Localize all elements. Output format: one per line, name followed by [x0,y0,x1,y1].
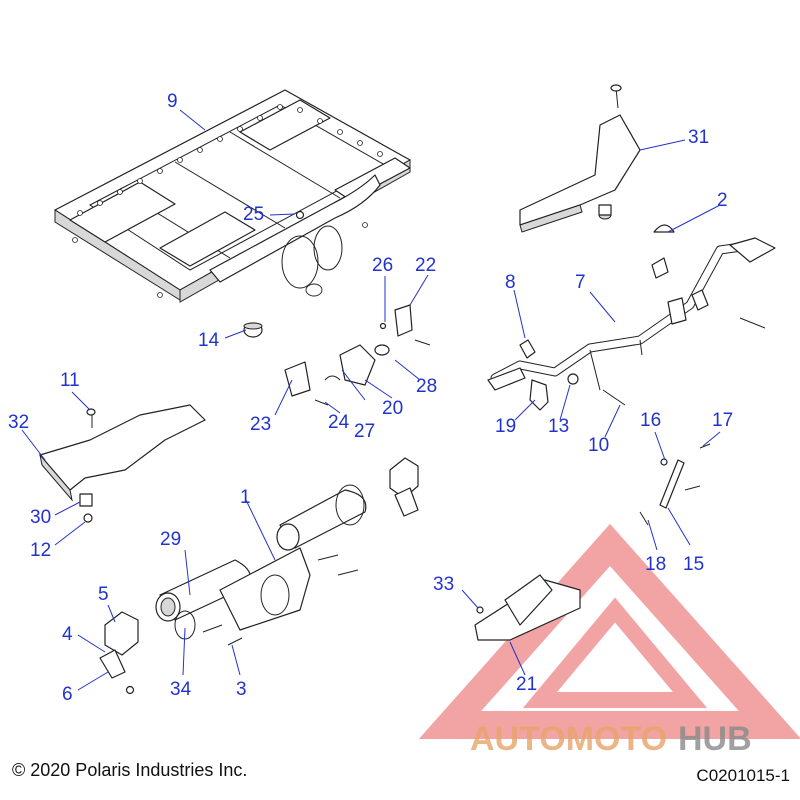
clip-part-2 [598,204,675,233]
callout-29[interactable]: 29 [160,529,181,550]
callout-19[interactable]: 19 [495,416,516,437]
callout-20[interactable]: 20 [382,398,403,419]
grommet-right [691,289,709,311]
heat-shield-part-31 [519,84,641,233]
callout-2[interactable]: 2 [717,190,728,211]
spacer-part-30 [79,493,93,507]
callout-25[interactable]: 25 [243,204,264,225]
mount-parts-4-5-6 [99,611,139,695]
watermark-text-hub: HUB [678,720,752,758]
callout-33[interactable]: 33 [433,574,454,595]
callout-labels: 9 31 2 25 26 22 8 7 14 28 11 20 32 23 27… [8,91,733,705]
callout-5[interactable]: 5 [98,584,109,605]
callout-4[interactable]: 4 [62,624,73,645]
nut-part-25 [295,210,305,220]
callout-18[interactable]: 18 [645,554,666,575]
bolt-part-10 [602,389,626,406]
bumper-part-14 [243,322,263,338]
bracket-upper [667,297,687,325]
callout-24[interactable]: 24 [328,412,350,433]
exhaust-pipe-part-7 [487,237,776,391]
callout-10[interactable]: 10 [588,435,609,456]
nut-part-13 [567,373,579,385]
callout-27[interactable]: 27 [354,421,375,442]
callout-14[interactable]: 14 [198,330,220,351]
callout-1[interactable]: 1 [240,487,251,508]
callout-8[interactable]: 8 [505,272,516,293]
callout-17[interactable]: 17 [712,410,733,431]
bracket-assembly [284,304,431,406]
mount-upper-right [389,457,419,517]
callout-34[interactable]: 34 [170,679,192,700]
callout-3[interactable]: 3 [236,679,247,700]
callout-23[interactable]: 23 [250,414,271,435]
copyright-text: © 2020 Polaris Industries Inc. [12,760,248,780]
callout-32[interactable]: 32 [8,412,29,433]
callout-13[interactable]: 13 [548,416,569,437]
strut-parts-15-16-17-18 [639,443,711,526]
bolts-part-3 [202,554,359,646]
watermark-text: AUTOMOTO HUB [470,720,752,758]
callout-21[interactable]: 21 [516,674,537,695]
frame-part-9 [54,89,411,303]
diagram-code: C0201015-1 [696,766,790,785]
callout-30[interactable]: 30 [30,507,51,528]
watermark-logo [418,523,800,739]
leader-lines [21,109,721,691]
watermark-text-main: AUTOMOTO [470,720,667,758]
callout-11[interactable]: 11 [60,370,80,391]
callout-7[interactable]: 7 [575,272,586,293]
callout-28[interactable]: 28 [416,376,437,397]
callout-31[interactable]: 31 [688,127,709,148]
bracket-plate-part-21 [474,574,581,641]
callout-26[interactable]: 26 [372,255,393,276]
nut-part-12 [83,513,93,523]
callout-16[interactable]: 16 [640,410,661,431]
muffler-part-1 [174,484,367,640]
heat-shield-part-32 [39,404,206,502]
callout-9[interactable]: 9 [167,91,178,112]
callout-12[interactable]: 12 [30,540,51,561]
callout-15[interactable]: 15 [683,554,704,575]
grommet-part-8 [519,339,536,359]
callout-22[interactable]: 22 [415,255,436,276]
grommet-upper [651,257,669,279]
callout-6[interactable]: 6 [62,684,73,705]
bracket-part-19 [529,379,549,411]
